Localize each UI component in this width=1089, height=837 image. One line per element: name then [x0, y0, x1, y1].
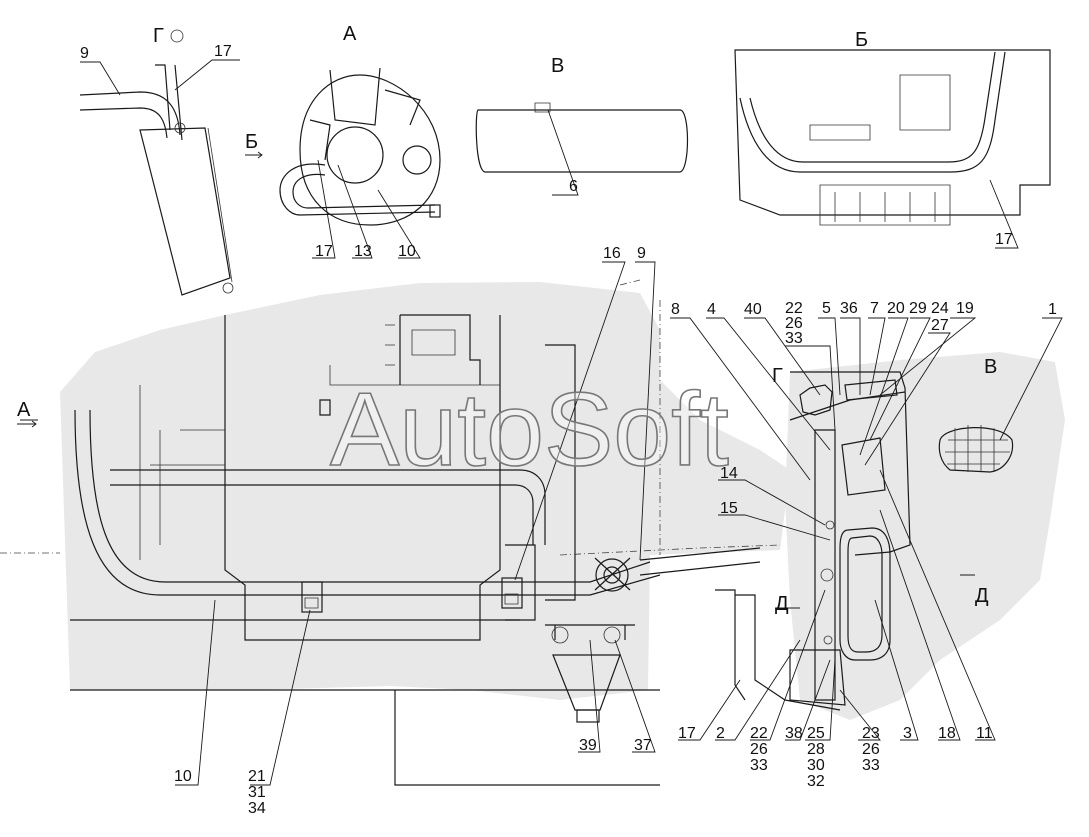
item-label-33-top: 33: [785, 330, 803, 347]
view-g-inset: [79, 64, 234, 296]
item-label-31: 31: [248, 784, 266, 801]
watermark: AutoSoft: [330, 372, 729, 488]
view-marker-v: В: [984, 356, 997, 378]
item-label-17-top: 17: [214, 43, 232, 60]
item-label-37: 37: [634, 737, 652, 754]
arrow-a-icon: [17, 420, 37, 428]
item-label-11: 11: [976, 725, 993, 742]
item-label-33-bottom: 33: [750, 757, 768, 774]
item-label-32: 32: [807, 773, 825, 790]
item-label-34: 34: [248, 800, 266, 817]
item-label-7: 7: [870, 300, 879, 317]
item-label-38: 38: [785, 725, 803, 742]
item-label-9: 9: [637, 245, 646, 262]
section-marker-d-right: Д: [975, 585, 989, 607]
item-label-24: 24: [931, 300, 949, 317]
item-label-27: 27: [931, 317, 949, 334]
item-label-39: 39: [579, 737, 597, 754]
item-label-22-bottom: 22: [750, 725, 768, 742]
view-label-g: Г: [153, 25, 164, 47]
cab-outline: [0, 279, 781, 556]
item-label-26-right: 26: [862, 741, 880, 758]
hose-clamp-16: [501, 577, 523, 609]
item-label-14: 14: [720, 465, 738, 482]
item-label-29: 29: [909, 300, 927, 317]
item-label-10: 10: [174, 768, 192, 785]
engine-compartment-shade: [60, 282, 790, 700]
item-label-25: 25: [807, 725, 825, 742]
view-v-inset: [475, 102, 689, 173]
filter-cup: [552, 654, 621, 723]
view-b-inset: [734, 49, 1051, 226]
item-label-23: 23: [862, 725, 880, 742]
item-label-17: 17: [678, 725, 696, 742]
view-rotate-icon: [170, 29, 184, 43]
item-label-1: 1: [1048, 301, 1057, 318]
view-label-a: А: [343, 23, 357, 45]
item-label-19: 19: [956, 300, 974, 317]
item-label-10-a: 10: [398, 243, 416, 260]
view-marker-g: Г: [772, 365, 783, 387]
item-label-26-top: 26: [785, 315, 803, 332]
item-label-36: 36: [840, 300, 858, 317]
leader-lines: [20, 59, 1063, 786]
item-label-4: 4: [707, 301, 716, 318]
hose-clamp-21: [301, 581, 323, 613]
item-label-9-top: 9: [80, 45, 89, 62]
item-label-22-top: 22: [785, 300, 803, 317]
arrow-b-icon: [245, 151, 263, 159]
heater-hoses-main: [74, 409, 761, 596]
cab-floor-shade: [785, 352, 1065, 720]
item-label-13: 13: [354, 243, 372, 260]
heater-unit: [715, 371, 911, 711]
floor-grille: [938, 425, 1014, 473]
item-label-21: 21: [248, 768, 266, 785]
section-marker-d-left: Д: [775, 593, 789, 615]
item-label-3: 3: [903, 725, 912, 742]
item-label-5: 5: [822, 300, 831, 317]
item-label-2: 2: [716, 725, 725, 742]
view-label-b: Б: [855, 29, 868, 51]
item-label-16: 16: [603, 245, 621, 262]
item-label-40: 40: [744, 301, 762, 318]
item-label-17-b: 17: [995, 231, 1013, 248]
view-arrow-b: Б: [245, 131, 258, 153]
view-label-v: В: [551, 55, 564, 77]
item-label-6: 6: [569, 178, 578, 195]
item-label-26-bottom: 26: [750, 741, 768, 758]
heater-valve: [545, 557, 635, 644]
item-label-18: 18: [938, 725, 956, 742]
item-label-8: 8: [671, 301, 680, 318]
view-a-inset: [279, 67, 441, 226]
item-label-28: 28: [807, 741, 825, 758]
item-label-20: 20: [887, 300, 905, 317]
item-label-17-a: 17: [315, 243, 333, 260]
item-label-30: 30: [807, 757, 825, 774]
view-arrow-a: А: [17, 399, 31, 421]
item-label-15: 15: [720, 500, 738, 517]
item-label-33-right: 33: [862, 757, 880, 774]
